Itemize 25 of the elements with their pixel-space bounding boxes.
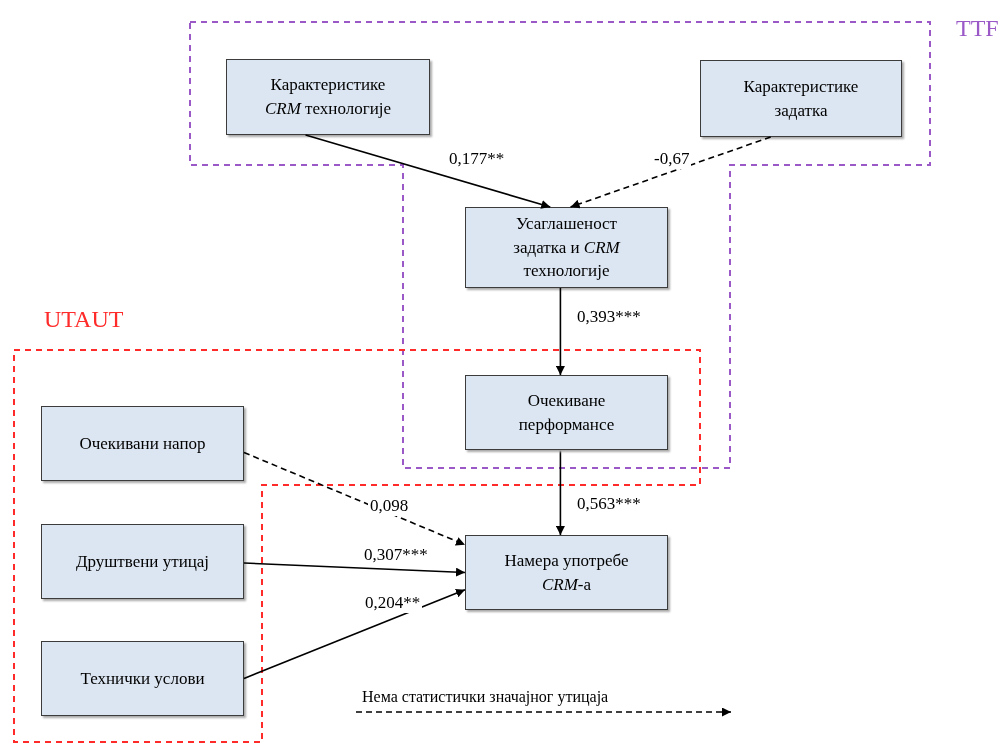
arrow xyxy=(243,588,466,680)
process-box: Технички услови xyxy=(41,641,244,716)
edge-label: 0,307*** xyxy=(362,546,430,565)
process-box: Карактеристике CRM технологије xyxy=(226,59,430,135)
edge-label: 0,177** xyxy=(447,150,507,169)
edge-label: -0,67 xyxy=(652,150,692,169)
arrow xyxy=(243,451,466,546)
process-box: Очекиване перформансе xyxy=(465,375,668,450)
arrow xyxy=(569,136,772,209)
process-box: Намера употребе CRM-а xyxy=(465,535,668,610)
region-label: TTF xyxy=(956,15,999,42)
process-box: Очекивани напор xyxy=(41,406,244,481)
arrow xyxy=(243,562,466,577)
arrow xyxy=(555,449,565,536)
process-box: Карактеристике задатка xyxy=(700,60,902,137)
legend-text: Нема статистички значајног утицаја xyxy=(362,688,609,706)
arrow xyxy=(555,287,565,376)
edge-label: 0,563*** xyxy=(575,495,643,514)
arrow xyxy=(304,134,552,209)
edge-label: 0,098 xyxy=(368,497,411,516)
process-box: Усаглашеност задатка и CRM технологије xyxy=(465,207,668,288)
edge-label: 0,204** xyxy=(363,594,423,613)
edge-label: 0,393*** xyxy=(575,308,643,327)
region-label: UTAUT xyxy=(44,306,124,333)
process-box: Друштвени утицај xyxy=(41,524,244,599)
